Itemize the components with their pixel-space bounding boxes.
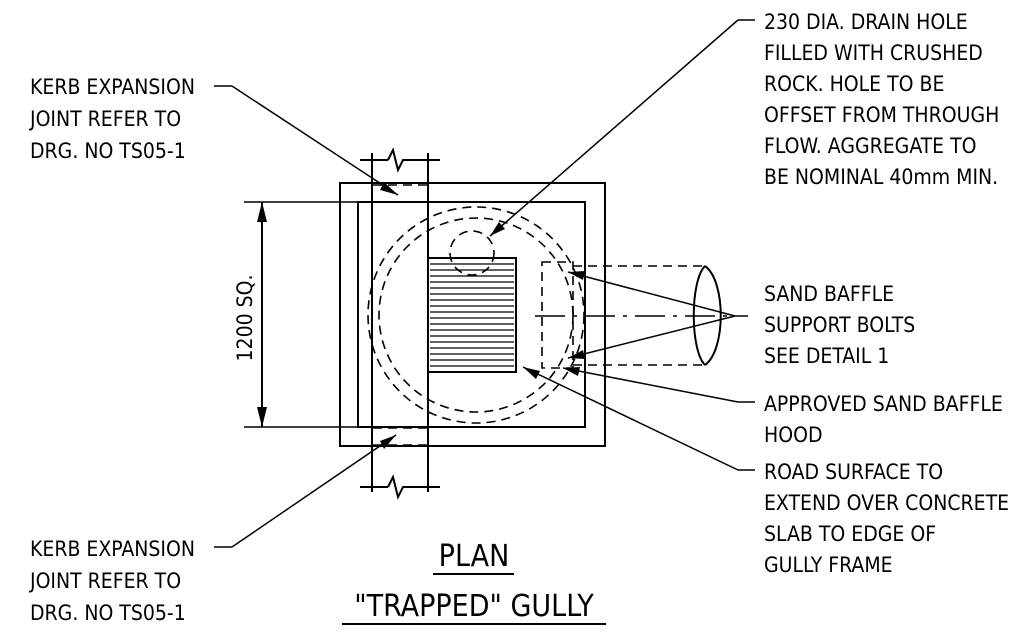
drain-hole-circle [449,230,495,276]
title-plan: PLAN [439,539,510,574]
concrete-slab-outline [339,182,606,447]
kerb-top-line-3: DRG. NO TS05-1 [30,139,186,163]
drawing-title: PLAN "TRAPPED" GULLY [342,539,606,625]
kerb [360,147,440,500]
gully-frame-outline [357,201,586,428]
kerb-top-line-2: JOINT REFER TO [29,107,181,131]
hood-line-1: APPROVED SAND BAFFLE [764,392,1003,416]
kerb-top-line-1: KERB EXPANSION [30,75,195,99]
road-surface-note: ROAD SURFACE TO EXTEND OVER CONCRETE SLA… [764,460,1009,577]
hood-line-2: HOOD [764,423,823,447]
kerb-bottom-line-2: JOINT REFER TO [29,569,181,593]
kerb-bottom-line-1: KERB EXPANSION [30,537,195,561]
road-line-3: SLAB TO EDGE OF [764,522,936,546]
kerb-bottom-line-3: DRG. NO TS05-1 [30,601,186,625]
grate [427,257,517,373]
drain-hole-line-4: OFFSET FROM THROUGH [764,103,999,127]
leader-lines [214,19,755,548]
outlet-pipe [535,265,735,366]
road-line-4: GULLY FRAME [764,553,893,577]
gully-pit-inner-circle [378,217,574,413]
kerb-bottom-note: KERB EXPANSION JOINT REFER TO DRG. NO TS… [29,537,195,625]
hood-note: APPROVED SAND BAFFLE HOOD [764,392,1003,447]
kerb-top-note: KERB EXPANSION JOINT REFER TO DRG. NO TS… [29,75,195,163]
title-trapped-gully: "TRAPPED" GULLY [354,589,594,624]
bolts-line-2: SUPPORT BOLTS [764,313,915,337]
sand-baffle-bolts-note: SAND BAFFLE SUPPORT BOLTS SEE DETAIL 1 [764,282,915,368]
road-line-1: ROAD SURFACE TO [764,460,943,484]
bolts-line-3: SEE DETAIL 1 [764,344,889,368]
drain-hole-note: 230 DIA. DRAIN HOLE FILLED WITH CRUSHED … [764,10,999,189]
gully-pit-outer-circle [367,206,585,424]
drain-hole-line-1: 230 DIA. DRAIN HOLE [764,10,968,34]
drain-hole-line-2: FILLED WITH CRUSHED [764,41,983,65]
drain-hole-line-5: FLOW. AGGREGATE TO [764,134,976,158]
drain-hole-line-3: ROCK. HOLE TO BE [764,72,944,96]
drain-hole-line-6: BE NOMINAL 40mm MIN. [764,165,998,189]
dimension-1200: 1200 SQ. [233,201,358,428]
dimension-label: 1200 SQ. [233,275,257,362]
road-line-2: EXTEND OVER CONCRETE [764,491,1009,515]
bolts-line-1: SAND BAFFLE [764,282,894,306]
sand-baffle-hood [541,261,574,369]
